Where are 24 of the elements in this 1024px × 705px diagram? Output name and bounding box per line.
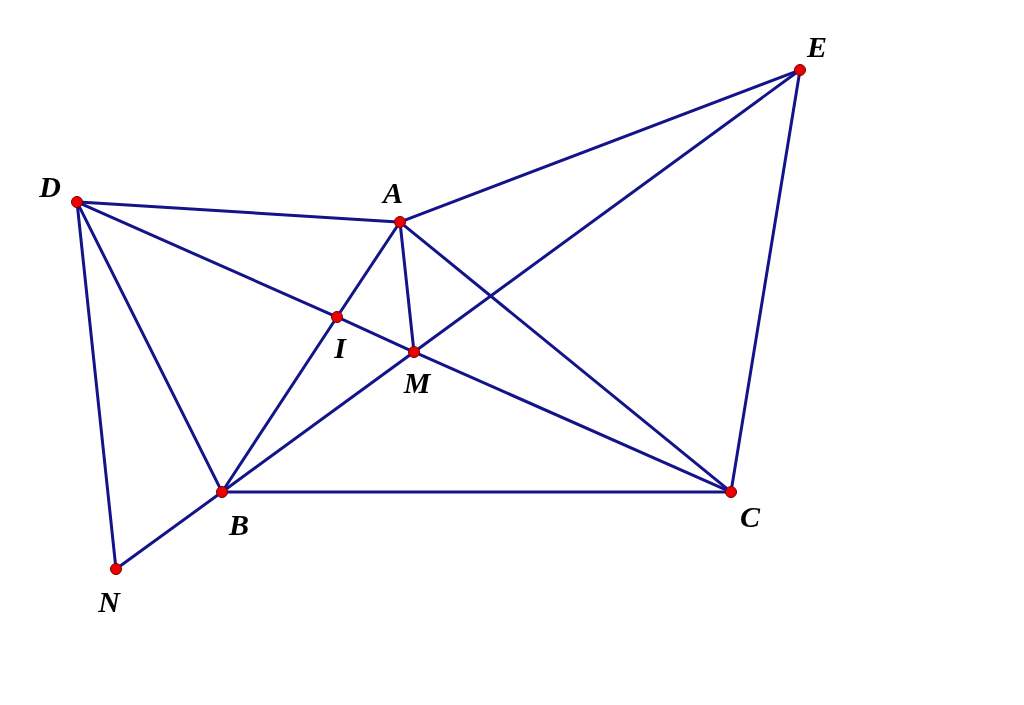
line-segment xyxy=(223,320,336,489)
line-segment xyxy=(81,200,396,224)
point-label: C xyxy=(740,502,760,532)
line-segment xyxy=(81,202,333,317)
line-segment xyxy=(226,490,727,494)
line-segment xyxy=(418,352,727,492)
point-label: N xyxy=(98,587,120,617)
line-segment xyxy=(338,225,399,314)
point-label: E xyxy=(807,32,827,62)
line-segment xyxy=(76,206,117,565)
line-segment xyxy=(730,74,801,488)
point-label: A xyxy=(383,178,403,208)
point-label: M xyxy=(403,368,431,398)
point-label: B xyxy=(229,510,249,540)
line-segment xyxy=(403,224,728,490)
line-segment xyxy=(225,354,411,490)
point-label: D xyxy=(39,172,61,202)
line-segment xyxy=(119,494,219,567)
line-segment xyxy=(404,70,796,222)
line-segment xyxy=(78,205,221,489)
line-segment xyxy=(399,226,415,348)
line-segment xyxy=(417,72,797,350)
point-label: I xyxy=(334,333,346,363)
line-segment xyxy=(340,318,411,351)
